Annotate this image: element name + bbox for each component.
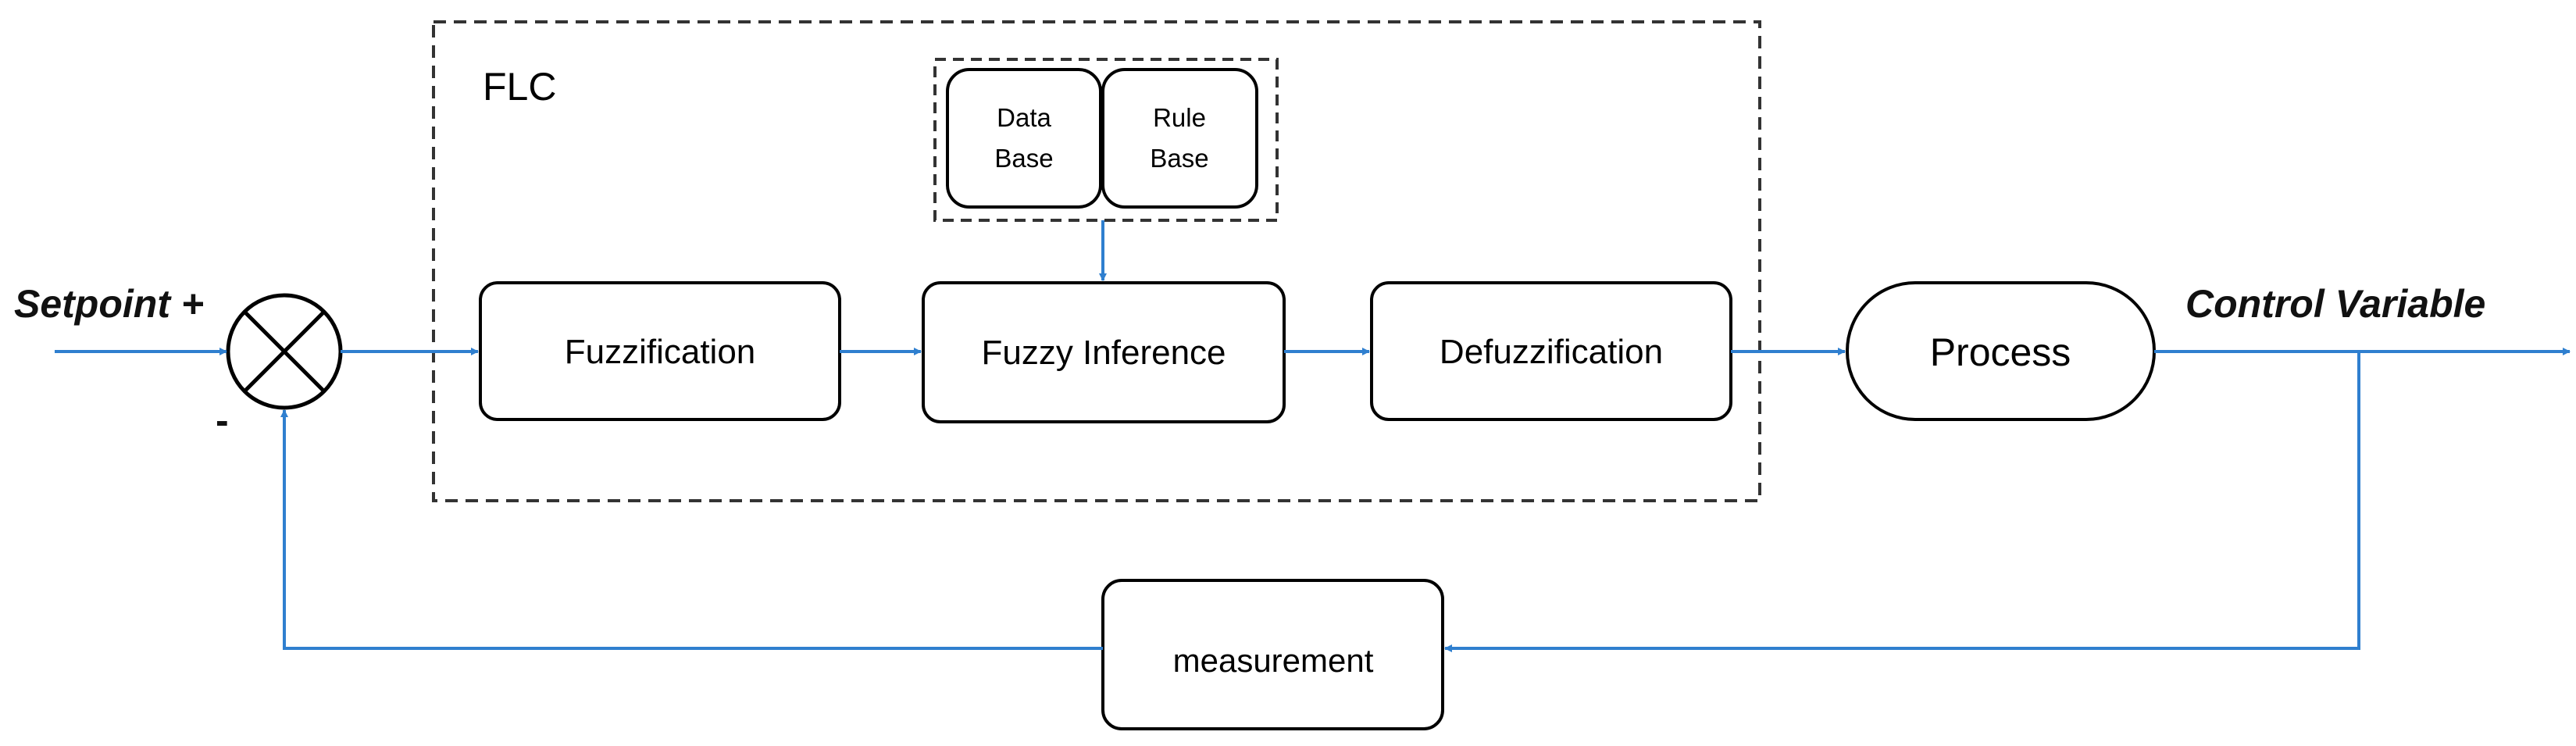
summing-junction <box>226 293 343 410</box>
signal-arrows <box>55 220 2571 652</box>
flc-container <box>432 20 1761 502</box>
data-base-label-line1: Data <box>997 103 1051 132</box>
rule-base-label-line1: Rule <box>1153 103 1206 132</box>
data-base-box <box>946 68 1102 209</box>
fuzzy-inference-label: Fuzzy Inference <box>981 334 1226 372</box>
minus-sign: - <box>216 398 229 442</box>
defuzzification-label: Defuzzification <box>1440 333 1663 371</box>
flc-label: FLC <box>483 65 556 109</box>
feedback-to-measurement-arrow <box>1444 352 2360 652</box>
rule-base-label-line2: Base <box>1150 144 1208 173</box>
control-variable-label: Control Variable <box>2185 282 2485 326</box>
measurement-block <box>1101 579 1444 730</box>
fuzzification-label: Fuzzification <box>565 333 756 371</box>
rule-base-box <box>1101 68 1258 209</box>
measurement-label: measurement <box>1173 642 1374 679</box>
knowledge-base-container <box>933 58 1279 222</box>
measurement-to-junction-arrow <box>280 409 1103 650</box>
data-base-label-line2: Base <box>994 144 1053 173</box>
setpoint-label: Setpoint + <box>14 282 204 326</box>
process-label: Process <box>1930 330 2071 374</box>
